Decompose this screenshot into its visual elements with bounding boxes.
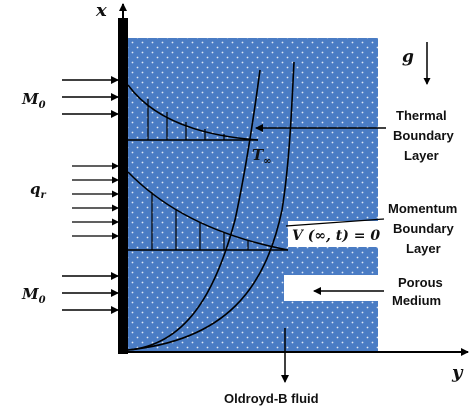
magnetic-field-top-arrows [62,76,119,118]
gravity-symbol: g [402,47,414,67]
svg-text:Boundary: Boundary [393,221,454,236]
vertical-plate [118,18,128,354]
x-axis-label: x [95,0,107,21]
fluid-dots [128,38,378,352]
y-axis-label: y [451,362,464,383]
svg-text:Medium: Medium [392,293,441,308]
momentum-annotation: Momentum Boundary Layer [388,201,457,256]
momentum-profile [127,171,289,251]
magnetic-field-bottom-arrows [62,272,119,314]
magnetic-field-bottom-label: M0 [21,285,46,306]
svg-text:Boundary: Boundary [393,128,454,143]
momentum-pointer-arrow [285,218,385,227]
svg-text:Layer: Layer [404,148,439,163]
thermal-annotation: Thermal Boundary Layer [393,108,454,163]
porous-annotation: Porous Medium [392,275,443,308]
fluid-label: Oldroyd-B fluid [224,391,319,406]
momentum-boundary-edge [127,61,295,351]
v-inf-label: V (∞, t) = 0 [292,228,380,244]
svg-text:Thermal: Thermal [396,108,447,123]
thermal-profile [127,84,259,141]
svg-text:Layer: Layer [406,241,441,256]
magnetic-field-top-label: M0 [21,90,46,111]
radiation-arrows [72,162,119,240]
porous-label-box [284,275,380,301]
svg-text:Momentum: Momentum [388,201,457,216]
thermal-boundary-edge [127,69,261,351]
radiation-label: qr [30,180,47,201]
t-inf-label: T∞ [252,146,272,167]
svg-text:Porous: Porous [398,275,443,290]
